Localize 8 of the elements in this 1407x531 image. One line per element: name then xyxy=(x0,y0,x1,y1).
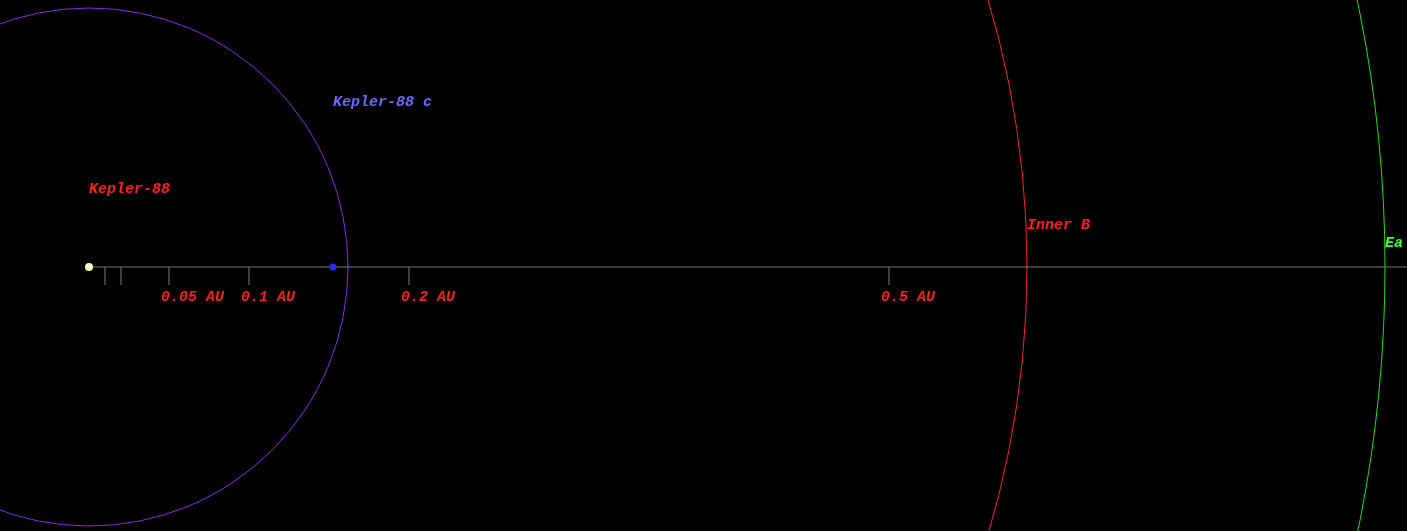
distance-label: 0.05 AU xyxy=(161,290,224,306)
planet-label: Kepler-88 c xyxy=(333,95,433,111)
star-label: Kepler-88 xyxy=(89,182,170,198)
planet-label: Ea xyxy=(1385,236,1403,252)
distance-label: 0.1 AU xyxy=(241,290,295,306)
zone-label: Inner B xyxy=(1027,218,1090,234)
distance-label: 0.5 AU xyxy=(881,290,935,306)
distance-label: 0.2 AU xyxy=(401,290,455,306)
